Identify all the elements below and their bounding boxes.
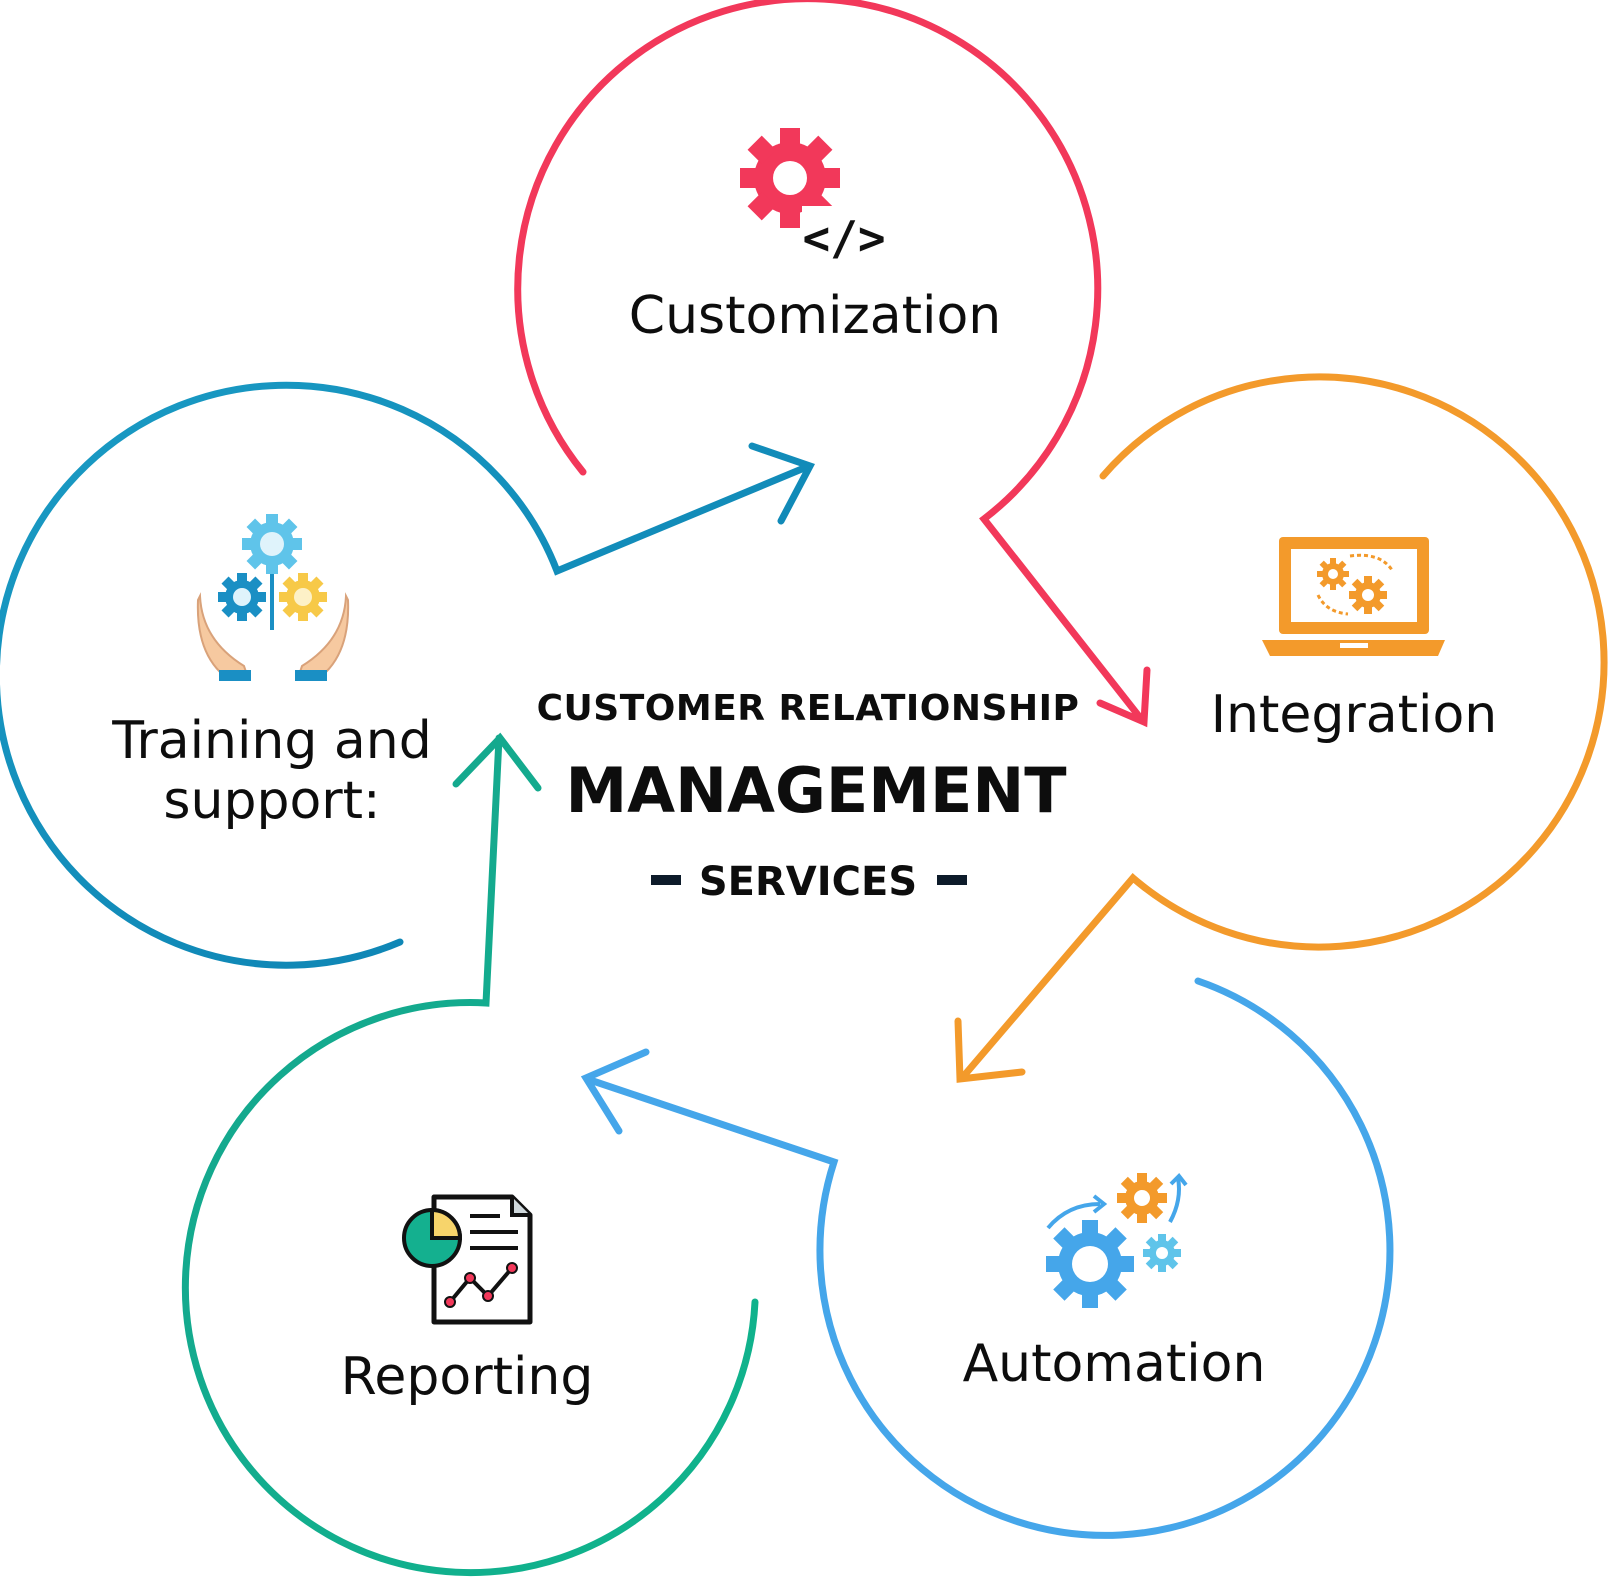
customization-ring [514, 0, 1151, 728]
reporting-ring [181, 732, 759, 1577]
training-label-line1: Training and [111, 711, 432, 771]
center-title: CUSTOMER RELATIONSHIP MANAGEMENT SERVICE… [537, 688, 1080, 905]
training-ring [0, 381, 815, 969]
integration-node: Integration [954, 373, 1608, 1083]
customization-node: </> Customization [514, 0, 1151, 728]
reporting-node: Reporting [181, 732, 759, 1577]
integration-label: Integration [1211, 685, 1498, 745]
gear-code-icon: </> [740, 128, 886, 265]
automation-ring [580, 977, 1394, 1539]
center-title-line3: SERVICES [699, 859, 917, 905]
integration-ring [954, 373, 1608, 1083]
automation-node: Automation [580, 977, 1394, 1539]
gears-arrows-icon [1046, 1172, 1188, 1308]
center-title-line2: MANAGEMENT [565, 754, 1066, 827]
report-chart-icon [402, 1194, 533, 1325]
center-title-line1: CUSTOMER RELATIONSHIP [537, 688, 1080, 729]
services-dash-left [651, 875, 681, 885]
services-dash-right [937, 875, 967, 885]
reporting-label: Reporting [341, 1347, 594, 1407]
automation-label: Automation [963, 1334, 1266, 1394]
hands-gears-icon [196, 514, 350, 681]
training-label-line2: support: [163, 771, 380, 831]
svg-text:</>: </> [802, 211, 885, 265]
customization-label: Customization [629, 286, 1001, 346]
training-node: Training and support: [0, 381, 815, 969]
laptop-gears-icon [1262, 537, 1445, 656]
